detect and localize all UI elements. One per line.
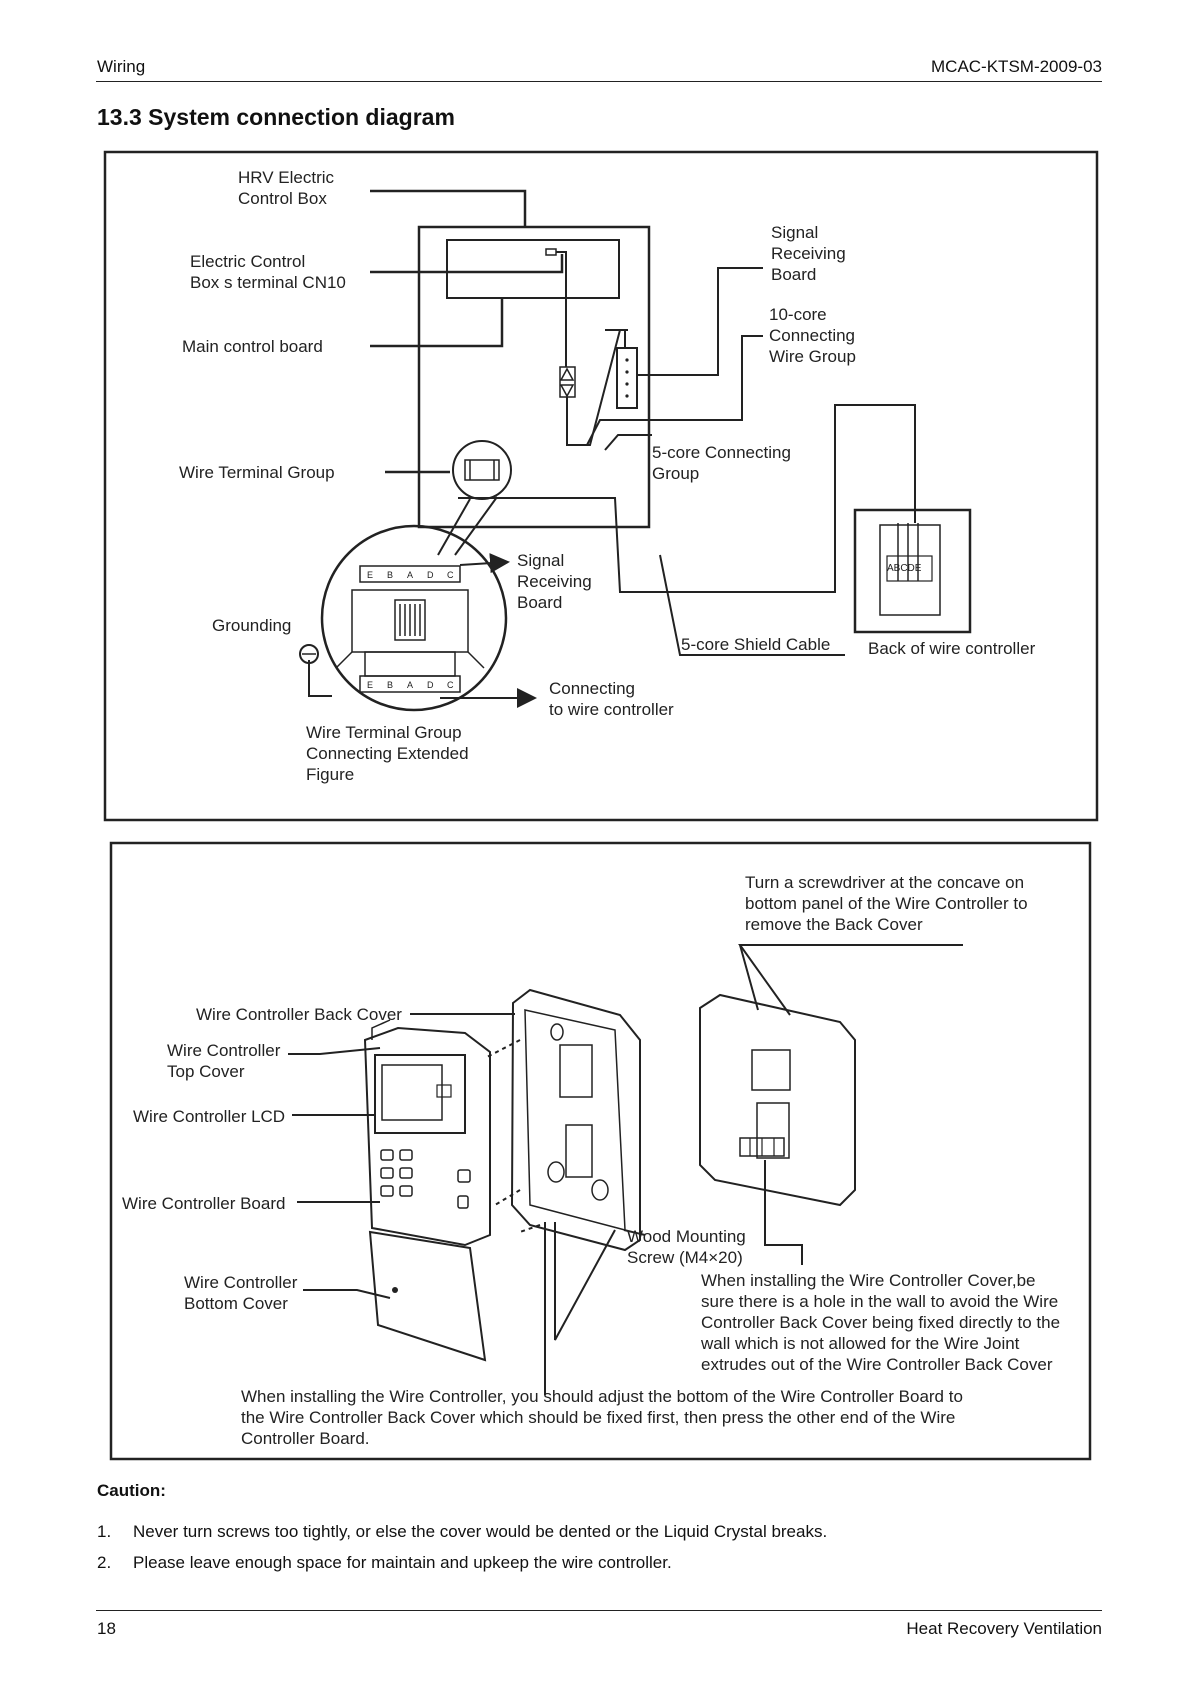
label-wood-screw-1: Wood Mounting [627, 1227, 746, 1246]
label-hole-note-5: extrudes out of the Wire Controller Back… [701, 1355, 1053, 1374]
label-screwdriver-1: Turn a screwdriver at the concave on [745, 873, 1024, 892]
controller-bottom-cover [368, 1230, 487, 1362]
header-rule [96, 81, 1102, 82]
diagram2-frame [109, 841, 1092, 1461]
label-hole-note-4: wall which is not allowed for the Wire J… [700, 1334, 1020, 1353]
signal-board-line [637, 267, 763, 376]
diagram1-frame [103, 150, 1099, 822]
hrv-control-box [417, 225, 651, 529]
label-connecting-1: Connecting [549, 679, 635, 698]
label-main-board: Main control board [182, 337, 323, 356]
caution-item: 2. Please leave enough space for maintain… [97, 1553, 672, 1573]
header-section-name: Wiring [97, 57, 146, 76]
label-grounding: Grounding [212, 616, 291, 635]
terminal-letter-a: A [407, 570, 413, 580]
label-shield-cable: 5-core Shield Cable [681, 635, 830, 654]
caution-item-number: 2. [97, 1553, 112, 1572]
caution-title: Caution: [97, 1481, 166, 1500]
terminal-strip-top [359, 565, 461, 583]
terminal-letter-a-bottom: A [407, 680, 413, 690]
diagram2-labels: Turn a screwdriver at the concave on bot… [122, 873, 1060, 1448]
label-srb-mid-1: Signal [517, 551, 564, 570]
back-cover [510, 988, 641, 1252]
label-cn10-1: Electric Control [190, 252, 305, 271]
label-hrv-box-2: Control Box [238, 189, 327, 208]
label-back-cover: Wire Controller Back Cover [196, 1005, 402, 1024]
label-hole-note-2: sure there is a hole in the wall to avoi… [701, 1292, 1058, 1311]
terminal-letter-d: D [427, 570, 434, 580]
terminal-letter-b: B [387, 570, 393, 580]
label-fivecore-2: Group [652, 464, 699, 483]
label-hole-note-3: Controller Back Cover being fixed direct… [701, 1313, 1060, 1332]
label-top-cover-1: Wire Controller [167, 1041, 281, 1060]
terminal-letter-c-bottom: C [447, 680, 454, 690]
label-tencore-1: 10-core [769, 305, 827, 324]
label-screwdriver-2: bottom panel of the Wire Controller to [745, 894, 1028, 913]
label-srb-top-2: Receiving [771, 244, 846, 263]
label-hrv-box-1: HRV Electric [238, 168, 335, 187]
label-board: Wire Controller Board [122, 1194, 285, 1213]
system-connection-diagram [103, 150, 1099, 822]
label-hole-note-1: When installing the Wire Controller Cove… [701, 1271, 1035, 1290]
leader-cn10 [370, 254, 564, 274]
footer-rule [96, 1610, 1102, 1611]
label-srb-top-1: Signal [771, 223, 818, 242]
label-top-cover-2: Top Cover [167, 1062, 245, 1081]
terminal-letter-d-bottom: D [427, 680, 434, 690]
label-cn10-2: Box s terminal CN10 [190, 273, 346, 292]
caution-item-text: Please leave enough space for maintain a… [133, 1553, 672, 1572]
label-install-note-2: the Wire Controller Back Cover which sho… [241, 1408, 955, 1427]
ten-core-group-line [586, 335, 763, 446]
page-number: 18 [97, 1619, 116, 1638]
wire-controller-installation-diagram [109, 841, 1092, 1461]
header-document-code: MCAC-KTSM-2009-03 [931, 57, 1102, 76]
label-extended-1: Wire Terminal Group [306, 723, 462, 742]
controller-top-cover [363, 1026, 491, 1247]
label-connecting-2: to wire controller [549, 700, 674, 719]
leader-hrv-box [370, 189, 527, 227]
controller-assembled-back [699, 993, 856, 1207]
label-bottom-cover-2: Bottom Cover [184, 1294, 288, 1313]
label-extended-2: Connecting Extended [306, 744, 469, 763]
label-tencore-3: Wire Group [769, 347, 856, 366]
diagram1-labels: HRV Electric Control Box Electric Contro… [179, 168, 1036, 784]
label-srb-mid-3: Board [517, 593, 562, 612]
label-abcde: ABCDE [887, 563, 922, 574]
label-bottom-cover-1: Wire Controller [184, 1273, 298, 1292]
terminal-letter-e: E [367, 570, 373, 580]
wire-controller-back [853, 508, 972, 634]
label-fivecore-1: 5-core Connecting [652, 443, 791, 462]
terminal-letter-b-bottom: B [387, 680, 393, 690]
terminal-letter-c: C [447, 570, 454, 580]
terminal-extended-figure [320, 524, 508, 712]
leader-main-board [370, 298, 504, 348]
label-back-wire-ctrl: Back of wire controller [868, 639, 1036, 658]
label-wire-terminal-group: Wire Terminal Group [179, 463, 335, 482]
grounding-icon [299, 644, 319, 664]
controller-lcd [374, 1054, 466, 1134]
label-screwdriver-3: remove the Back Cover [745, 915, 923, 934]
main-control-board [446, 239, 620, 299]
label-wood-screw-2: Screw (M4×20) [627, 1248, 743, 1267]
caution-item: 1. Never turn screws too tightly, or else… [97, 1522, 827, 1542]
label-extended-3: Figure [306, 765, 354, 784]
connector-diode-icon [559, 366, 576, 398]
label-lcd: Wire Controller LCD [133, 1107, 285, 1126]
label-tencore-2: Connecting [769, 326, 855, 345]
ten-pin-connector [616, 347, 638, 409]
label-srb-top-3: Board [771, 265, 816, 284]
wire-terminal-circle [452, 440, 512, 500]
caution-item-text: Never turn screws too tightly, or else t… [133, 1522, 828, 1541]
label-install-note-3: Controller Board. [241, 1429, 370, 1448]
label-install-note-1: When installing the Wire Controller, you… [241, 1387, 963, 1406]
footer-title: Heat Recovery Ventilation [906, 1619, 1102, 1638]
shield-cable-line [458, 404, 916, 593]
label-srb-mid-2: Receiving [517, 572, 592, 591]
section-title: 13.3 System connection diagram [97, 104, 455, 130]
terminal-letter-e-bottom: E [367, 680, 373, 690]
screw-guide-1 [484, 1039, 521, 1059]
caution-item-number: 1. [97, 1522, 112, 1541]
